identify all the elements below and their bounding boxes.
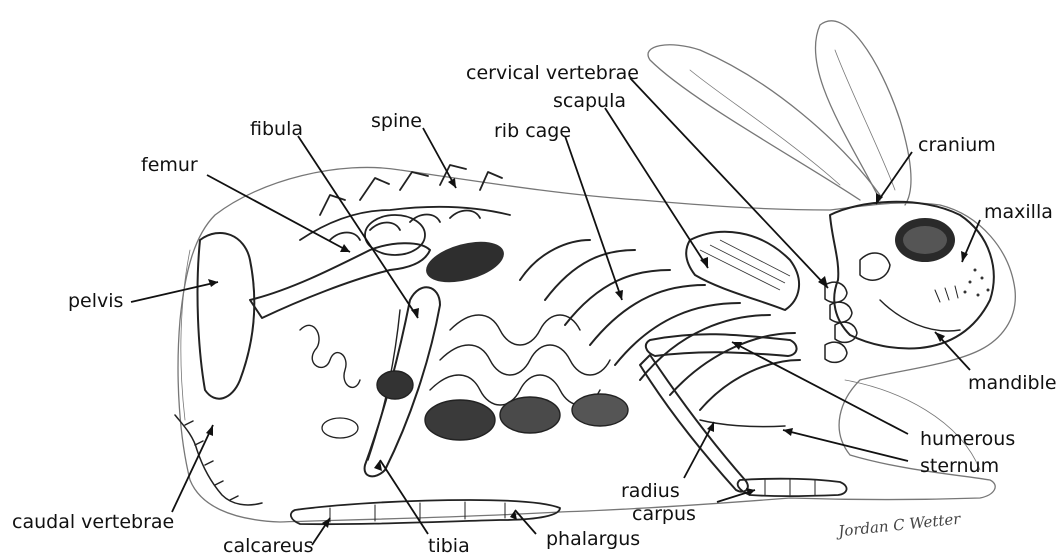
label-phalargus: phalargus: [546, 530, 640, 549]
rabbit-caudal-vertebrae: [175, 415, 262, 505]
leader-spine: [423, 128, 456, 188]
label-tibia: tibia: [428, 537, 470, 556]
leader-femur: [207, 175, 350, 252]
leader-humerous: [732, 342, 908, 434]
label-rib-cage: rib cage: [494, 122, 571, 141]
rabbit-radius: [640, 355, 748, 492]
label-caudal-vertebrae: caudal vertebrae: [12, 513, 174, 532]
rabbit-pelvis: [198, 233, 255, 399]
rabbit-ear-back: [815, 21, 911, 205]
leader-rib-cage: [565, 136, 622, 300]
label-fibula: fibula: [250, 120, 303, 139]
label-mandible: mandible: [968, 374, 1057, 393]
label-sternum: sternum: [920, 457, 999, 476]
label-scapula: scapula: [553, 92, 626, 111]
label-humerous: humerous: [920, 430, 1015, 449]
rabbit-ear-front: [648, 45, 880, 200]
leader-fibula: [298, 136, 418, 318]
rabbit-intestines: [377, 315, 628, 440]
rabbit-mandible: [880, 300, 960, 331]
label-carpus: carpus: [632, 505, 696, 524]
rabbit-front-paw: [738, 479, 847, 496]
rabbit-kidney: [422, 234, 509, 289]
label-cranium: cranium: [918, 136, 996, 155]
label-radius: radius: [621, 482, 680, 501]
rabbit-spine: [300, 165, 510, 240]
leader-scapula: [605, 108, 708, 268]
label-femur: femur: [141, 156, 198, 175]
label-maxilla: maxilla: [984, 203, 1053, 222]
label-cervical-vertebrae: cervical vertebrae: [466, 64, 639, 83]
rabbit-body-outline: [178, 167, 1015, 522]
rabbit-rib-cage: [520, 240, 800, 410]
label-calcareus: calcareus: [223, 537, 313, 556]
rabbit-ureter: [300, 325, 360, 387]
leader-sternum: [783, 430, 908, 461]
leader-cervical-vertebrae: [630, 78, 828, 288]
label-spine: spine: [371, 112, 422, 131]
leader-pelvis: [131, 282, 218, 302]
leader-radius: [684, 422, 714, 478]
rabbit-cervical-vertebrae: [825, 282, 857, 362]
label-pelvis: pelvis: [68, 292, 123, 311]
rabbit-humerus: [646, 334, 797, 356]
rabbit-bladder: [322, 418, 358, 438]
